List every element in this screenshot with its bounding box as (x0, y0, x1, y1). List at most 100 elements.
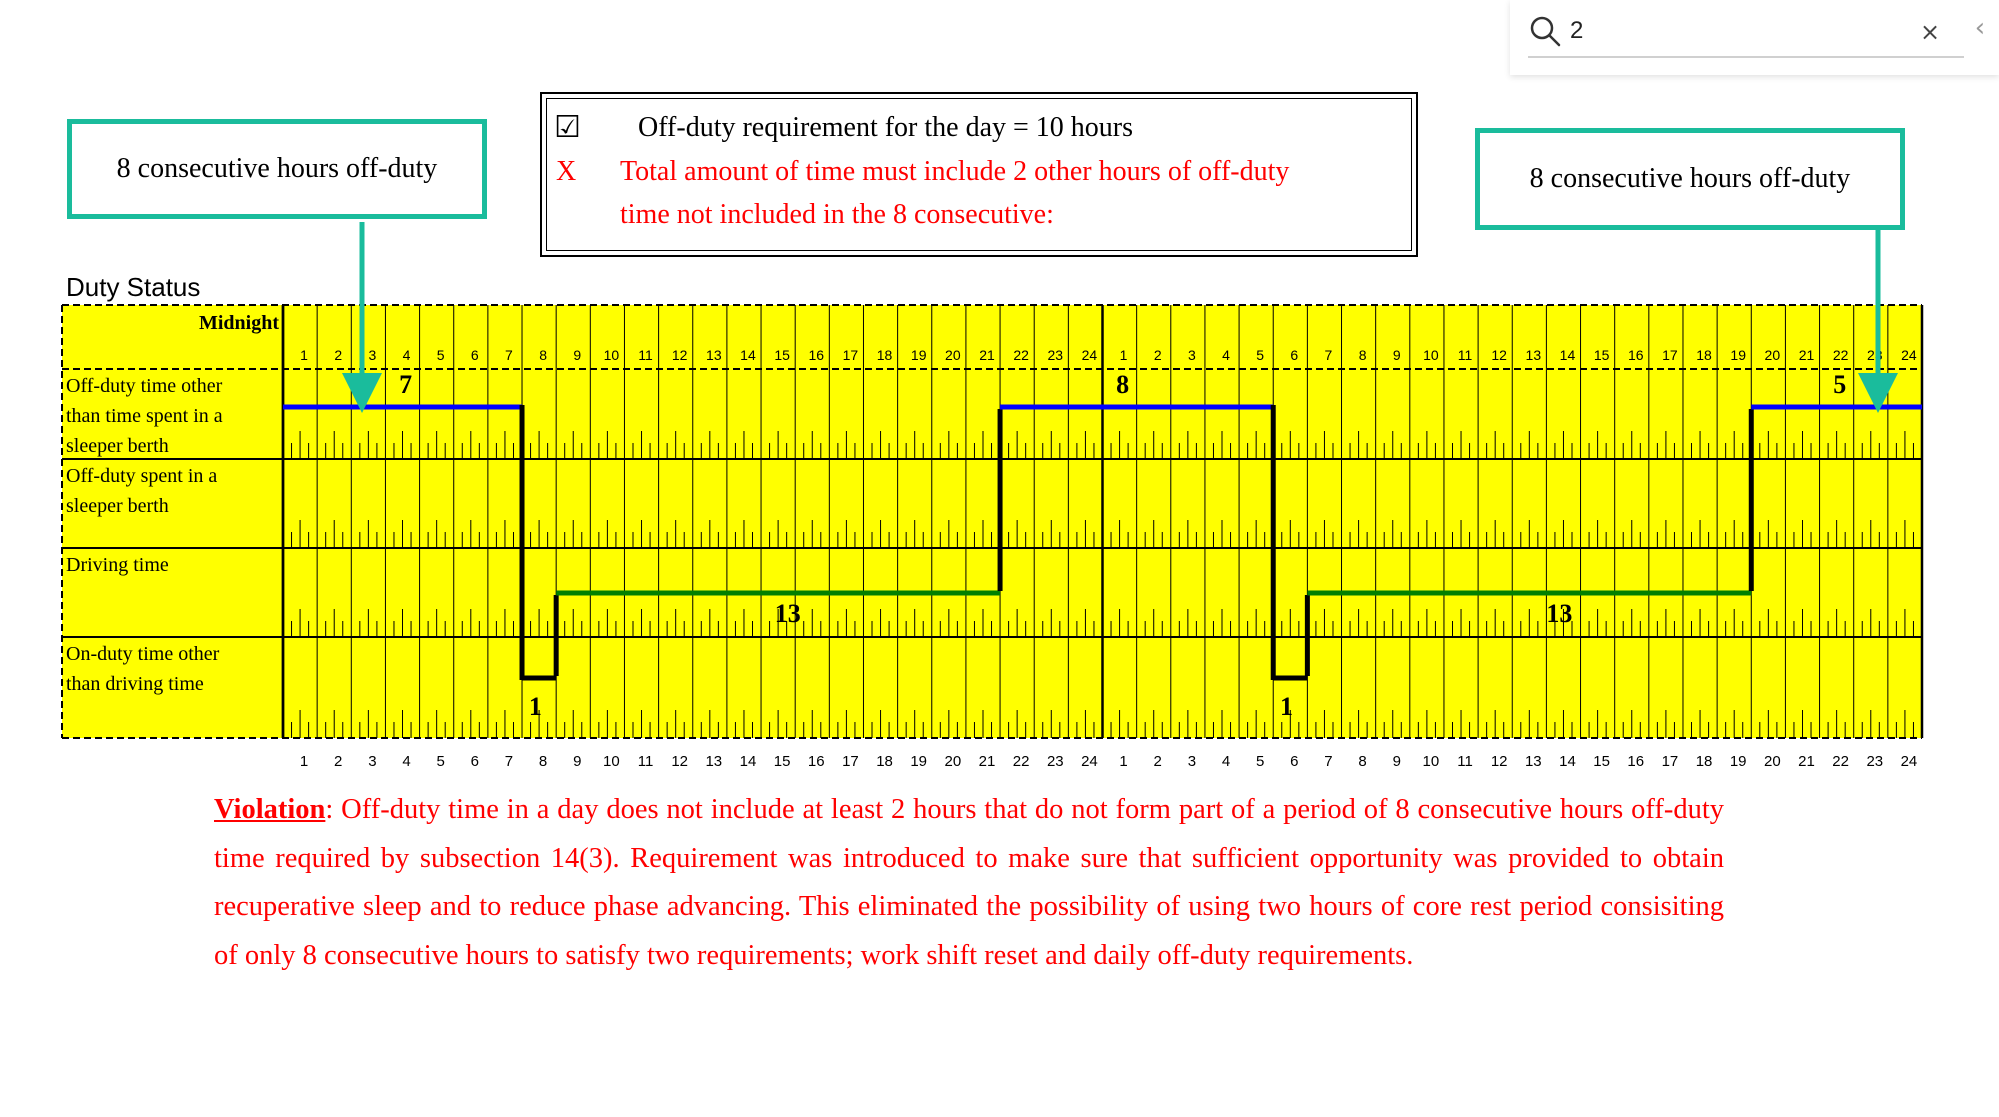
hour-label-bottom: 8 (539, 753, 547, 770)
hour-label-top: 18 (877, 347, 893, 363)
search-underline (1528, 56, 1964, 58)
segment-duration-label: 7 (399, 370, 412, 399)
hour-label-top: 24 (1082, 347, 1098, 363)
hour-label-top: 3 (368, 347, 376, 363)
hour-label-top: 5 (437, 347, 445, 363)
hour-label-bottom: 23 (1866, 753, 1883, 770)
hour-label-top: 7 (1325, 347, 1333, 363)
hour-label-top: 23 (1047, 347, 1063, 363)
hour-label-bottom: 13 (705, 753, 722, 770)
requirement-box-inner-border (546, 98, 1412, 251)
hour-label-bottom: 2 (334, 753, 342, 770)
x-mark-icon: X (556, 156, 577, 187)
hour-label-top: 13 (706, 347, 722, 363)
hour-label-bottom: 15 (1593, 753, 1610, 770)
hour-label-bottom: 9 (573, 753, 581, 770)
hour-label-bottom: 18 (876, 753, 893, 770)
hour-label-top: 17 (843, 347, 859, 363)
hour-label-top: 8 (1359, 347, 1367, 363)
hour-label-bottom: 21 (1798, 753, 1815, 770)
row-label: Driving time (66, 554, 169, 576)
row-label: On-duty time other (66, 643, 220, 665)
hour-label-top: 6 (1290, 347, 1298, 363)
callout-left: 8 consecutive hours off-duty (67, 119, 487, 219)
hour-label-top: 9 (573, 347, 581, 363)
search-input[interactable] (1570, 14, 1870, 48)
hour-label-top: 12 (1491, 347, 1507, 363)
hour-label-bottom: 6 (1290, 753, 1298, 770)
segment-duration-label: 13 (775, 599, 801, 628)
hour-label-bottom: 10 (603, 753, 620, 770)
hour-label-bottom: 3 (368, 753, 376, 770)
hour-label-top: 8 (539, 347, 547, 363)
requirement-line-2: Total amount of time must include 2 othe… (620, 156, 1290, 187)
hour-label-bottom: 2 (1154, 753, 1162, 770)
hour-label-bottom: 9 (1393, 753, 1401, 770)
segment-duration-label: 1 (1280, 692, 1293, 721)
hour-label-top: 22 (1833, 347, 1849, 363)
hour-label-top: 10 (1423, 347, 1439, 363)
hour-label-top: 21 (1799, 347, 1815, 363)
search-icon (1530, 16, 1561, 47)
requirement-line-3: time not included in the 8 consecutive: (620, 199, 1054, 230)
row-label: than driving time (66, 673, 204, 695)
checkbox-checked-icon: ☑ (554, 110, 581, 145)
log-labels: Midnight11223344556677889910101111121213… (66, 312, 1917, 770)
hour-label-top: 15 (1594, 347, 1610, 363)
hour-label-bottom: 13 (1525, 753, 1542, 770)
hour-label-top: 9 (1393, 347, 1401, 363)
hour-label-bottom: 16 (808, 753, 825, 770)
hour-label-bottom: 23 (1047, 753, 1064, 770)
hour-label-bottom: 24 (1901, 753, 1918, 770)
hour-label-bottom: 20 (945, 753, 962, 770)
hour-label-top: 2 (334, 347, 342, 363)
hour-label-top: 2 (1154, 347, 1162, 363)
hour-label-bottom: 8 (1358, 753, 1366, 770)
row-label: sleeper berth (66, 495, 169, 517)
hour-label-top: 4 (1222, 347, 1230, 363)
hour-label-top: 14 (1560, 347, 1576, 363)
segment-duration-label: 1 (529, 692, 542, 721)
hour-label-top: 7 (505, 347, 513, 363)
hour-label-bottom: 19 (910, 753, 927, 770)
hour-label-top: 14 (740, 347, 756, 363)
hour-label-bottom: 5 (1256, 753, 1264, 770)
hour-label-top: 15 (774, 347, 790, 363)
hour-label-top: 12 (672, 347, 688, 363)
hour-label-top: 19 (911, 347, 927, 363)
hour-label-bottom: 1 (300, 753, 308, 770)
hour-label-bottom: 3 (1188, 753, 1196, 770)
duty-status-title: Duty Status (66, 272, 201, 302)
hour-label-bottom: 11 (1457, 753, 1473, 770)
hour-label-top: 6 (471, 347, 479, 363)
hour-label-bottom: 14 (1559, 753, 1576, 770)
row-label: sleeper berth (66, 435, 169, 457)
hour-label-top: 3 (1188, 347, 1196, 363)
hour-label-bottom: 12 (1491, 753, 1508, 770)
callout-right-text: 8 consecutive hours off-duty (1529, 163, 1851, 194)
row-label: Off-duty time other (66, 375, 223, 397)
hour-label-top: 1 (1120, 347, 1128, 363)
hour-label-top: 17 (1662, 347, 1678, 363)
violation-text: : Off-duty time in a day does not includ… (214, 794, 1724, 971)
hour-label-top: 19 (1730, 347, 1746, 363)
hour-label-bottom: 7 (1324, 753, 1332, 770)
callout-left-text: 8 consecutive hours off-duty (116, 153, 438, 184)
log-grid (61, 304, 1924, 739)
hour-label-bottom: 17 (1662, 753, 1679, 770)
segment-duration-label: 5 (1833, 370, 1846, 399)
requirement-box: ☑ Off-duty requirement for the day = 10 … (540, 92, 1418, 257)
hour-label-top: 24 (1901, 347, 1917, 363)
hour-label-bottom: 10 (1423, 753, 1440, 770)
close-search-button[interactable]: × (1919, 18, 1941, 46)
hour-label-bottom: 4 (1222, 753, 1230, 770)
hour-label-bottom: 18 (1696, 753, 1713, 770)
hour-label-top: 20 (945, 347, 961, 363)
find-bar: × ‹ (1510, 0, 1999, 75)
collapse-panel-button[interactable]: ‹ (1974, 13, 1986, 43)
violation-paragraph: Violation: Off-duty time in a day does n… (214, 786, 1724, 980)
hour-label-bottom: 7 (505, 753, 513, 770)
hour-label-bottom: 16 (1627, 753, 1644, 770)
callout-right: 8 consecutive hours off-duty (1475, 128, 1905, 230)
